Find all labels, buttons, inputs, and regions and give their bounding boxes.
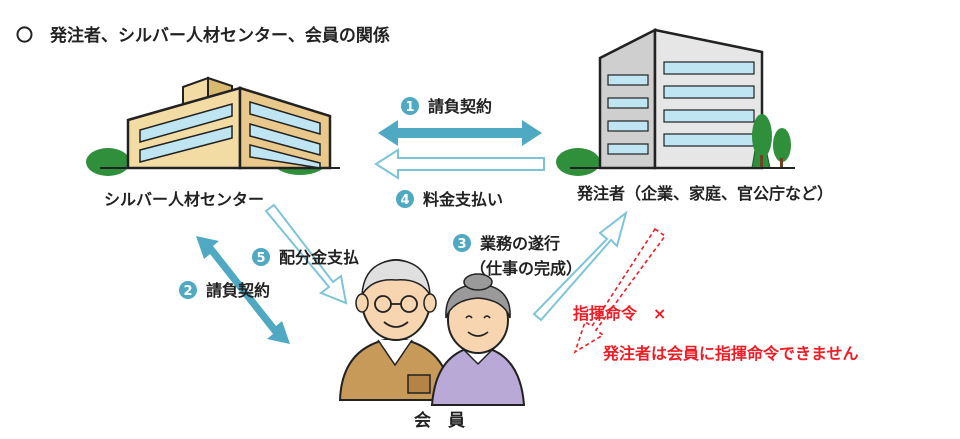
task-execution-sublabel: （仕事の完成） — [470, 259, 582, 278]
page-title: 〇 発注者、シルバー人材センター、会員の関係 — [16, 25, 390, 46]
contract-double-arrow — [378, 120, 542, 146]
number-circle-2: 2 — [179, 281, 197, 299]
allocation-payment-label: 配分金支払 — [279, 248, 359, 267]
members-couple-icon — [338, 259, 526, 406]
number-circle-4: 4 — [396, 190, 414, 208]
member-contract-double-arrow — [196, 236, 290, 344]
number-circle-3: 3 — [453, 234, 471, 252]
svg-text:1: 1 — [405, 100, 414, 115]
command-prohibited-label: 指揮命令 × — [573, 304, 666, 323]
client-building-icon — [556, 27, 795, 176]
task-execution-label: 業務の遂行 — [479, 234, 560, 253]
svg-text:2: 2 — [183, 284, 192, 299]
silver-center-building-icon — [86, 76, 340, 176]
silver-center-label: シルバー人材センター — [104, 190, 264, 209]
prohibited-command-arrow — [573, 227, 667, 354]
members-label: 会 員 — [414, 410, 465, 431]
svg-text:5: 5 — [256, 251, 265, 266]
svg-text:3: 3 — [457, 237, 466, 252]
client-label: 発注者（企業、家庭、官公庁など） — [576, 184, 833, 203]
number-circle-1: 1 — [401, 97, 419, 115]
contract-label-1: 請負契約 — [428, 97, 492, 116]
contract-label-2: 請負契約 — [206, 281, 270, 300]
task-execution-arrow — [532, 210, 628, 322]
fee-payment-arrow — [374, 148, 545, 180]
fee-payment-label: 料金支払い — [423, 190, 503, 209]
prohibition-note: 発注者は会員に指揮命令できません — [602, 344, 859, 363]
allocation-payment-arrow — [264, 203, 348, 305]
svg-text:4: 4 — [400, 193, 409, 208]
number-circle-5: 5 — [252, 248, 270, 266]
